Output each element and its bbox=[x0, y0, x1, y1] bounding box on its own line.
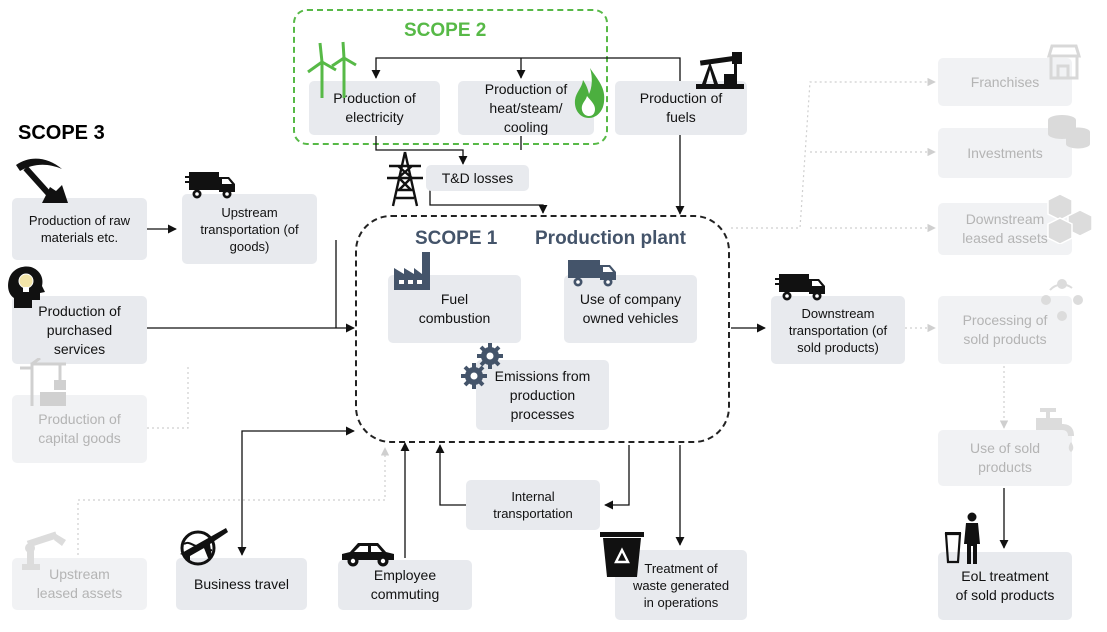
faded-franchise-line bbox=[731, 77, 936, 229]
investments-box: Investments bbox=[938, 128, 1072, 178]
process-emissions-box: Emissions from production processes bbox=[476, 360, 609, 430]
head-lightbulb-icon bbox=[8, 266, 45, 308]
truck-icon bbox=[185, 172, 235, 199]
production-plant-title: Production plant bbox=[535, 228, 686, 249]
downstream-transport-box: Downstream transportation (of sold produ… bbox=[771, 296, 905, 364]
cycle-icon bbox=[1041, 279, 1083, 321]
store-icon bbox=[1046, 44, 1082, 80]
transmission-tower-icon bbox=[387, 151, 423, 207]
electricity-box: Production of electricity bbox=[309, 81, 440, 135]
heat-box: Production of heat/steam/ cooling bbox=[458, 81, 594, 135]
pickaxe-icon bbox=[16, 158, 68, 203]
purchased-services-box: Production of purchased services bbox=[12, 296, 147, 364]
td-losses-box: T&D losses bbox=[426, 165, 529, 191]
processing-box: Processing of sold products bbox=[938, 296, 1072, 364]
td-to-plant-line bbox=[429, 190, 548, 214]
airplane-globe-icon bbox=[180, 528, 228, 566]
production-plant-boundary bbox=[355, 215, 730, 443]
business-travel-box: Business travel bbox=[176, 558, 307, 610]
truck-icon bbox=[568, 260, 616, 287]
scope1-title: SCOPE 1 bbox=[415, 228, 498, 249]
company-vehicles-box: Use of company owned vehicles bbox=[564, 275, 697, 343]
use-sold-box: Use of sold products bbox=[938, 430, 1072, 486]
fuel-supply-line bbox=[371, 57, 681, 82]
capital-goods-box: Production of capital goods bbox=[12, 395, 147, 463]
truck-icon bbox=[775, 274, 825, 301]
waste-box: Treatment of waste generated in operatio… bbox=[615, 550, 747, 620]
upstream-transport-box: Upstream transportation (of goods) bbox=[182, 194, 317, 264]
scope3-title: SCOPE 3 bbox=[18, 122, 105, 144]
faded-capital-line bbox=[147, 365, 189, 429]
recycle-bin-icon bbox=[600, 532, 644, 577]
car-icon bbox=[342, 543, 394, 567]
raw-materials-box: Production of raw materials etc. bbox=[12, 198, 147, 260]
scope2-to-td-line bbox=[375, 136, 468, 165]
trash-person-icon bbox=[944, 512, 980, 564]
oil-pump-icon bbox=[696, 52, 744, 89]
eol-box: EoL treatment of sold products bbox=[938, 552, 1072, 620]
cubes-icon bbox=[1047, 193, 1093, 244]
faucet-icon bbox=[1036, 408, 1074, 452]
employee-commuting-box: Employee commuting bbox=[338, 560, 472, 610]
crane-icon bbox=[20, 358, 66, 406]
internal-in-line bbox=[435, 444, 466, 506]
fuels-box: Production of fuels bbox=[615, 81, 747, 135]
internal-transport-box: Internal transportation bbox=[466, 480, 600, 530]
scope2-title: SCOPE 2 bbox=[404, 20, 487, 41]
business-travel-line bbox=[237, 426, 355, 556]
faded-leased-line bbox=[77, 447, 390, 555]
coins-icon bbox=[1048, 115, 1090, 149]
internal-out-line bbox=[604, 445, 630, 510]
wind-turbine-icon bbox=[307, 41, 357, 98]
robot-arm-icon bbox=[22, 531, 66, 570]
gears-icon bbox=[461, 343, 503, 389]
flame-icon bbox=[574, 68, 605, 118]
scope2-boundary bbox=[293, 9, 608, 145]
factory-icon bbox=[394, 252, 430, 290]
